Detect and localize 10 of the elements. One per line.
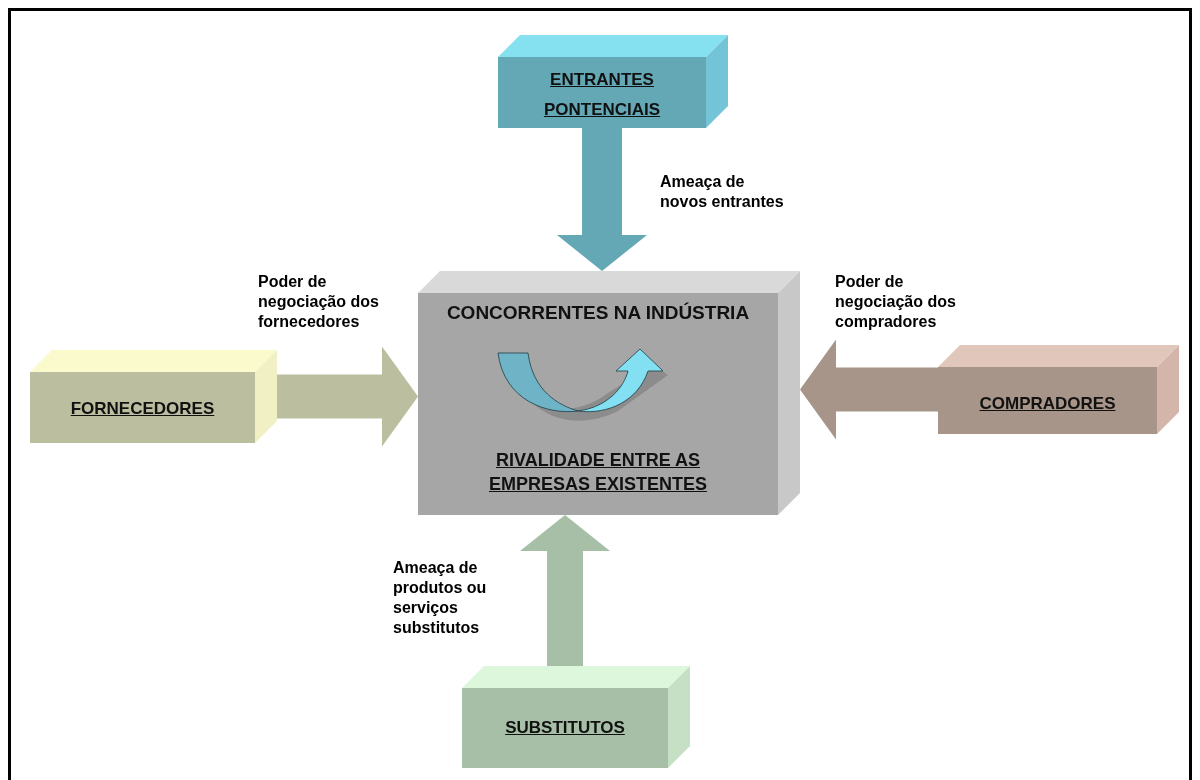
box-label: COMPRADORES (978, 393, 1117, 415)
box-label: RIVALIDADE ENTRE AS EMPRESAS EXISTENTES (487, 449, 709, 496)
edge-label: Poder de negociação dos fornecedores (258, 272, 380, 332)
box-heading: CONCORRENTES NA INDÚSTRIA (445, 301, 751, 325)
box-label: FORNECEDORES (69, 398, 216, 420)
edge-label: Poder de negociação dos compradores (835, 272, 957, 332)
edge-label: Ameaça de produtos ou serviços substitutos (393, 558, 488, 638)
box-label: ENTRANTES PONTENCIAIS (542, 69, 662, 121)
edge-label: Ameaça de novos entrantes (660, 172, 785, 212)
box-label: SUBSTITUTOS (504, 717, 626, 739)
